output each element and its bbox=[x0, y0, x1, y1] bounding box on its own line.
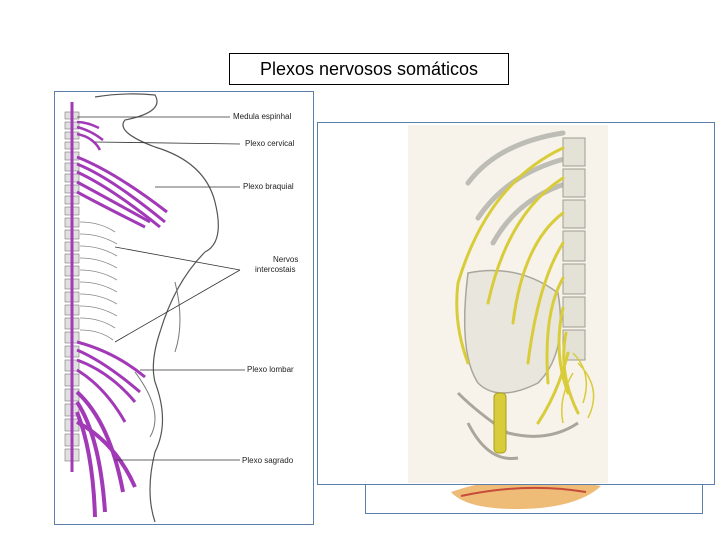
label-plexo-sagrado: Plexo sagrado bbox=[242, 456, 294, 465]
lumbar-nerves-image-frame bbox=[317, 122, 715, 485]
slide-title: Plexos nervosos somáticos bbox=[229, 53, 509, 85]
label-medula-espinhal: Medula espinhal bbox=[233, 112, 292, 121]
spine-illustration bbox=[64, 93, 245, 523]
label-nervos: Nervos bbox=[273, 255, 299, 264]
spinal-plexus-diagram: Medula espinhal Plexo cervical Plexo bra… bbox=[54, 91, 314, 525]
lumbar-nerves-illustration bbox=[408, 125, 608, 483]
label-plexo-braquial: Plexo braquial bbox=[243, 182, 294, 191]
label-plexo-lombar: Plexo lombar bbox=[247, 365, 294, 374]
label-plexo-cervical: Plexo cervical bbox=[245, 139, 295, 148]
pelvis-bottom-illustration bbox=[451, 478, 601, 509]
label-intercostais: intercostais bbox=[255, 265, 296, 274]
